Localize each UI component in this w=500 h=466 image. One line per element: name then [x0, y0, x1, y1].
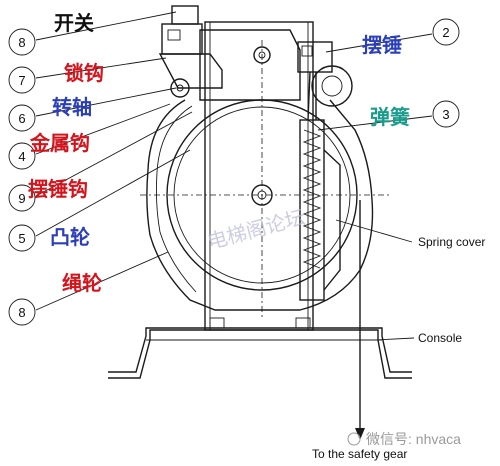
callout-8-top	[8, 28, 36, 56]
callout-8-bottom-number: 8	[18, 305, 25, 320]
callout-4	[8, 142, 36, 170]
label-shaft: 转轴	[52, 95, 92, 119]
callout-8-bottom	[8, 298, 36, 326]
callout-2	[432, 18, 460, 46]
switch-assembly	[158, 5, 271, 98]
watermark-site: 电梯阁论坛	[205, 205, 308, 254]
label-metal-hook: 金属钩	[29, 131, 90, 155]
label-rope-wheel: 绳轮	[62, 271, 102, 295]
spring-cover	[299, 119, 341, 301]
leader-lines	[35, 11, 433, 341]
console-base	[108, 317, 412, 379]
label-switch: 开关	[54, 11, 94, 35]
safety-gear-rope	[355, 200, 365, 440]
callout-6	[8, 104, 36, 132]
callout-7	[8, 66, 36, 94]
label-cam: 凸轮	[50, 225, 90, 249]
callouts: 8 7 6 4 9 5 8 2 3	[8, 18, 460, 326]
label-safety-gear: To the safety gear	[312, 447, 407, 461]
label-spring-cover: Spring cover	[418, 235, 485, 249]
label-console: Console	[418, 331, 462, 345]
label-lock-hook: 锁钩	[64, 61, 104, 85]
callout-8-top-number: 8	[18, 35, 25, 50]
callout-2-number: 2	[442, 25, 449, 40]
english-labels: Spring cover Console To the safety gear	[312, 235, 485, 461]
callout-4-number: 4	[18, 149, 25, 164]
callout-6-number: 6	[18, 111, 25, 126]
label-spring: 弹簧	[370, 105, 410, 129]
label-pendulum-hook: 摆锤钩	[28, 177, 88, 201]
watermark-wechat: 微信号: nhvaca	[366, 431, 461, 447]
callout-5-number: 5	[18, 231, 25, 246]
callout-5	[8, 224, 36, 252]
chinese-labels: 开关 锁钩 转轴 金属钩 摆锤钩 凸轮 绳轮 摆锤 弹簧	[28, 11, 410, 295]
wechat-icon	[347, 432, 361, 446]
callout-3	[432, 100, 460, 128]
rope-wheel	[140, 40, 390, 320]
callout-7-number: 7	[18, 73, 25, 88]
label-pendulum: 摆锤	[362, 33, 402, 57]
pendulum-assembly	[297, 41, 353, 121]
callout-9-number: 9	[18, 191, 25, 206]
callout-9	[8, 184, 36, 212]
callout-3-number: 3	[442, 107, 449, 122]
